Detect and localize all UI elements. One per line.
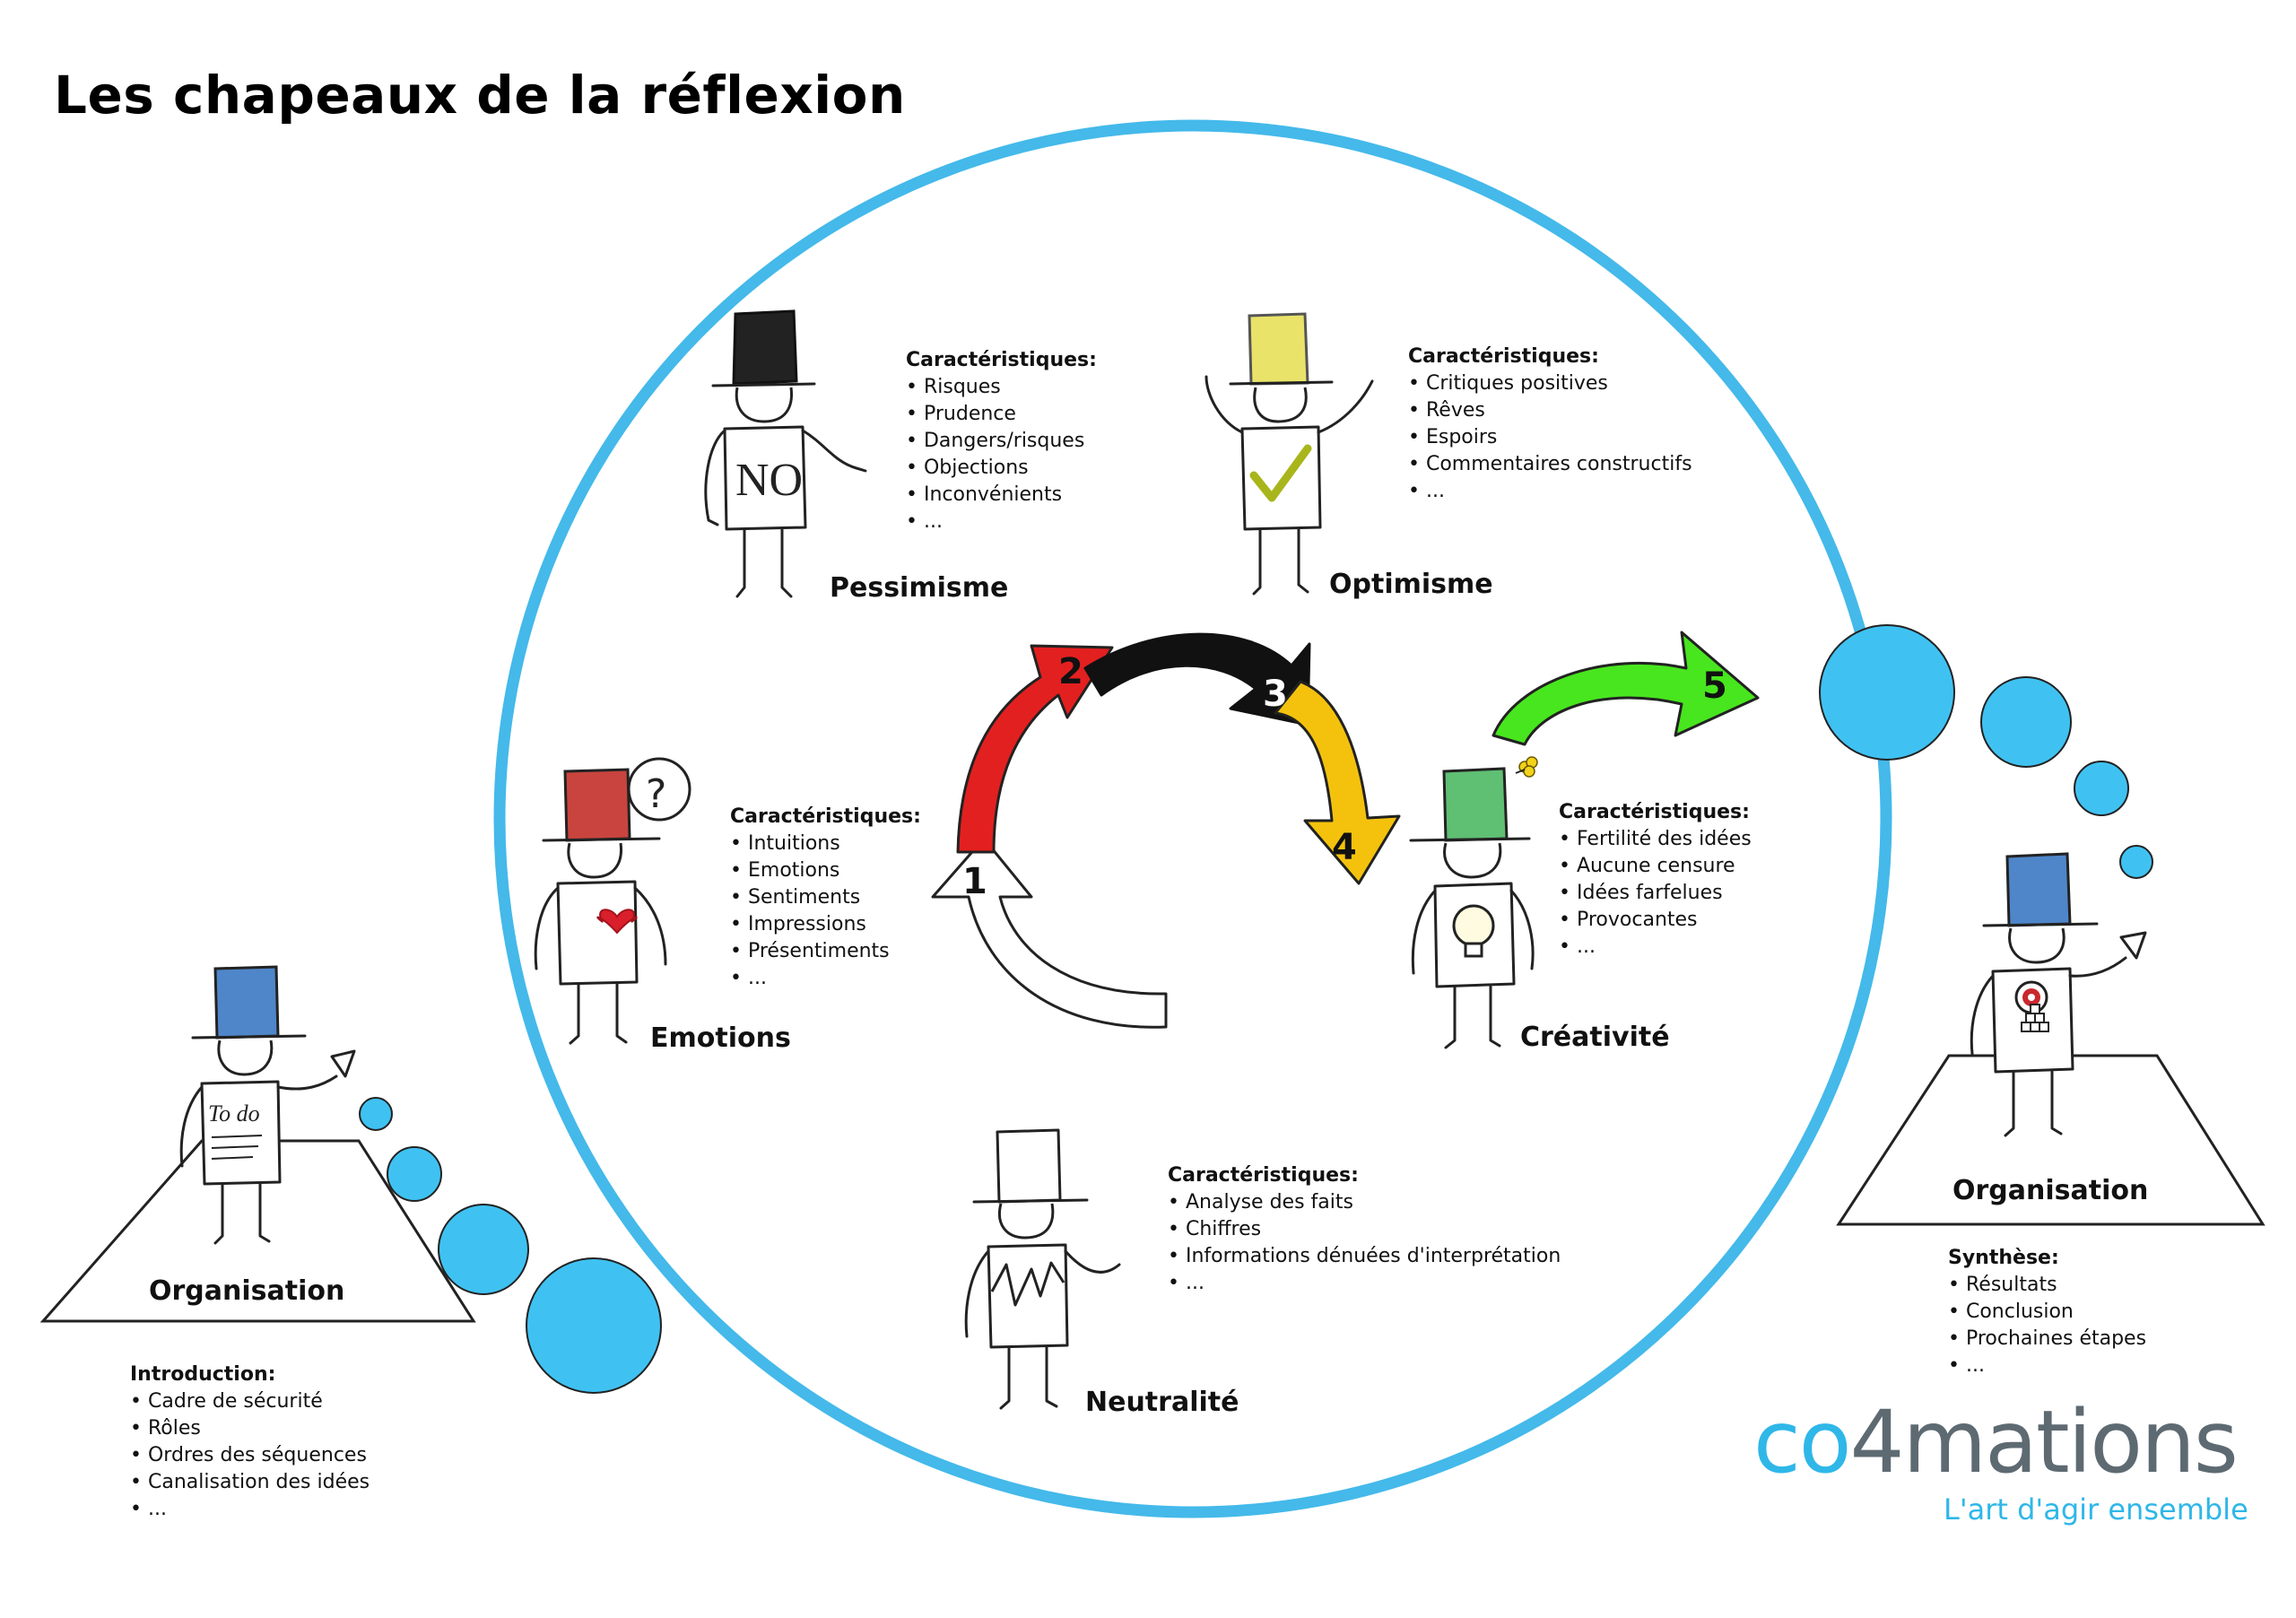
emotions-figure xyxy=(534,768,667,1045)
list-item: Risques xyxy=(906,374,1097,401)
list-item: ... xyxy=(130,1496,370,1523)
neutrality-figure xyxy=(964,1128,1121,1410)
list-item: Critiques positives xyxy=(1408,370,1692,397)
organisation-left-shirt-text: To do xyxy=(208,1100,260,1127)
list-item: Objections xyxy=(906,455,1097,482)
list-item: Impressions xyxy=(730,911,921,938)
thought-bubbles-left xyxy=(359,1097,662,1394)
optimism-characteristics-heading: Caractéristiques: xyxy=(1408,345,1599,368)
pessimism-label: Pessimisme xyxy=(830,572,1009,604)
list-item: Cadre de sécurité xyxy=(130,1388,370,1415)
neutrality-label: Neutralité xyxy=(1085,1387,1239,1418)
list-item: Idées farfelues xyxy=(1559,880,1752,907)
step-3-label: 3 xyxy=(1263,674,1288,715)
list-item: ... xyxy=(1559,934,1752,961)
list-item: Prochaines étapes xyxy=(1948,1326,2146,1353)
organisation-right-label: Organisation xyxy=(1952,1175,2149,1206)
pessimism-characteristics-heading: Caractéristiques: xyxy=(906,349,1097,371)
list-item: Inconvénients xyxy=(906,482,1097,509)
pessimism-figure xyxy=(704,309,867,598)
list-item: Canalisation des idées xyxy=(130,1469,370,1496)
svg-text:?: ? xyxy=(646,771,666,817)
optimism-characteristics: Caractéristiques: Critiques positives Rê… xyxy=(1408,344,1692,505)
brand-name-part2: mations xyxy=(1902,1392,2239,1492)
todo-lines-icon xyxy=(211,1135,263,1160)
question-thought-icon: ? xyxy=(627,757,691,822)
list-item: Intuitions xyxy=(730,831,921,857)
step-5-arrow xyxy=(1492,631,1760,746)
list-item: ... xyxy=(906,509,1097,535)
step-4-label: 4 xyxy=(1332,827,1357,868)
organisation-right-characteristics: Synthèse: Résultats Conclusion Prochaine… xyxy=(1948,1245,2146,1379)
zigzag-graph-icon xyxy=(990,1261,1065,1307)
step-2-label: 2 xyxy=(1058,651,1083,692)
organisation-right-heading: Synthèse: xyxy=(1948,1247,2059,1269)
step-5-label: 5 xyxy=(1702,665,1727,707)
organisation-left-characteristics: Introduction: Cadre de sécurité Rôles Or… xyxy=(130,1361,370,1523)
lightbulb-icon xyxy=(1452,904,1495,958)
list-item: ... xyxy=(1408,478,1692,505)
list-item: ... xyxy=(1168,1270,1561,1297)
optimism-label: Optimisme xyxy=(1329,569,1493,600)
list-item: Dangers/risques xyxy=(906,428,1097,455)
list-item: Emotions xyxy=(730,857,921,884)
brand-tagline: L'art d'agir ensemble xyxy=(1944,1492,2248,1527)
thought-bubbles-right xyxy=(1819,624,2153,879)
page-title: Les chapeaux de la réflexion xyxy=(54,65,906,126)
emotions-characteristics: Caractéristiques: Intuitions Emotions Se… xyxy=(730,804,921,992)
heart-icon xyxy=(596,909,638,935)
list-item: Aucune censure xyxy=(1559,853,1752,880)
step-2-arrow xyxy=(956,644,1114,854)
list-item: ... xyxy=(1948,1353,2146,1379)
list-item: Commentaires constructifs xyxy=(1408,451,1692,478)
list-item: Prudence xyxy=(906,401,1097,428)
brand-logo: co4mations L'art d'agir ensemble xyxy=(1753,1392,2274,1553)
checkmark-icon xyxy=(1249,444,1312,502)
list-item: Chiffres xyxy=(1168,1216,1561,1243)
organisation-right-figure xyxy=(1970,852,2147,1137)
list-item: Rêves xyxy=(1408,397,1692,424)
list-item: Fertilité des idées xyxy=(1559,826,1752,853)
organisation-left-triangle xyxy=(39,1139,476,1323)
list-item: Provocantes xyxy=(1559,907,1752,934)
optimism-figure xyxy=(1205,312,1374,596)
blocks-icon xyxy=(2021,1004,2049,1032)
flower-icon xyxy=(1515,756,1538,778)
list-item: Rôles xyxy=(130,1415,370,1442)
list-item: Ordres des séquences xyxy=(130,1442,370,1469)
list-item: Analyse des faits xyxy=(1168,1189,1561,1216)
organisation-left-heading: Introduction: xyxy=(130,1363,276,1386)
list-item: ... xyxy=(730,965,921,992)
list-item: Résultats xyxy=(1948,1272,2146,1299)
list-item: Informations dénuées d'interprétation xyxy=(1168,1243,1561,1270)
brand-name-digit: 4 xyxy=(1849,1392,1905,1492)
creativity-label: Créativité xyxy=(1520,1022,1670,1053)
step-1-arrow xyxy=(931,837,1168,1029)
list-item: Sentiments xyxy=(730,884,921,911)
list-item: Conclusion xyxy=(1948,1299,2146,1326)
organisation-right-triangle xyxy=(1836,1054,2266,1226)
pessimism-shirt-text: NO xyxy=(735,455,803,506)
list-item: Présentiments xyxy=(730,938,921,965)
creativity-characteristics-heading: Caractéristiques: xyxy=(1559,801,1750,823)
neutrality-characteristics: Caractéristiques: Analyse des faits Chif… xyxy=(1168,1162,1561,1297)
pessimism-characteristics: Caractéristiques: Risques Prudence Dange… xyxy=(906,347,1097,535)
brand-name: co4mations xyxy=(1753,1392,2239,1492)
emotions-label: Emotions xyxy=(650,1022,791,1054)
creativity-characteristics: Caractéristiques: Fertilité des idées Au… xyxy=(1559,799,1752,961)
organisation-left-label: Organisation xyxy=(149,1275,345,1307)
step-4-arrow xyxy=(1274,680,1401,885)
emotions-characteristics-heading: Caractéristiques: xyxy=(730,805,921,828)
brand-name-part1: co xyxy=(1753,1392,1852,1492)
thinking-circle xyxy=(493,119,1892,1518)
step-1-label: 1 xyxy=(962,861,987,902)
neutrality-characteristics-heading: Caractéristiques: xyxy=(1168,1164,1359,1187)
list-item: Espoirs xyxy=(1408,424,1692,451)
